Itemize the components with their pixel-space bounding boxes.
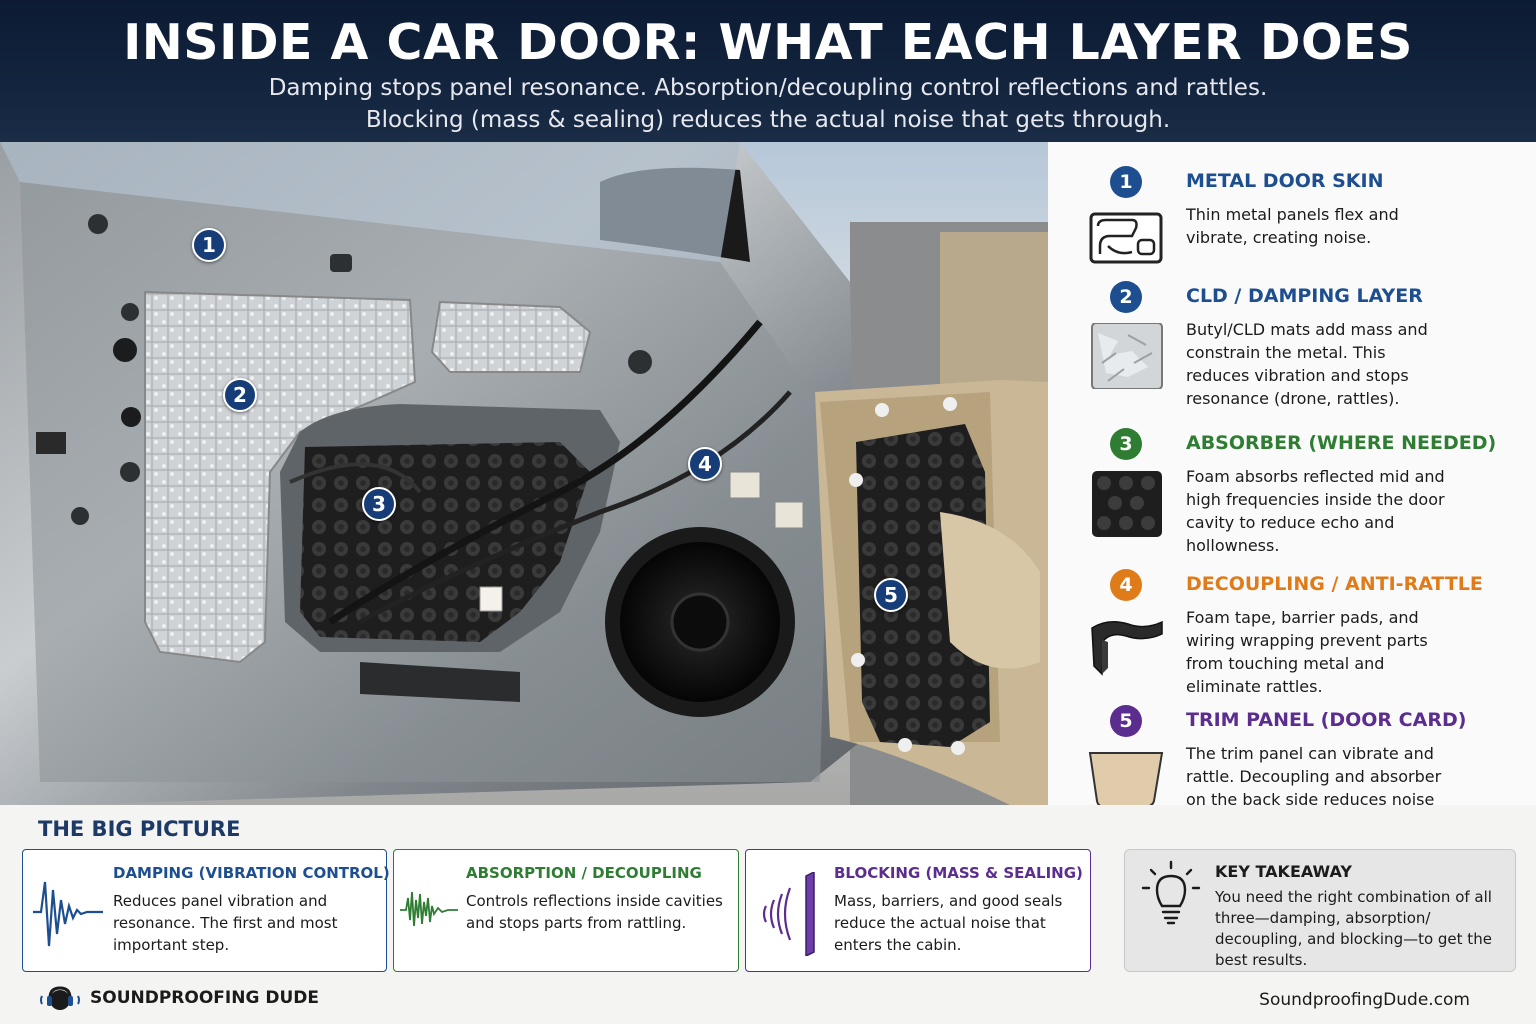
sound-barrier-icon xyxy=(762,872,815,956)
foam-icon xyxy=(1092,471,1162,537)
door-photo: 1 2 3 4 5 xyxy=(0,142,1048,805)
layer-number-1: 1 xyxy=(1110,166,1142,198)
layer-legend: 1 METAL DOOR SKIN Thin metal panels flex… xyxy=(1048,142,1536,832)
card-absorption-desc: Controls reflections inside cavities and… xyxy=(466,892,723,932)
layer-title-1: METAL DOOR SKIN xyxy=(1186,170,1384,192)
photo-badge-5: 5 xyxy=(874,578,908,612)
layer-number-3: 3 xyxy=(1110,428,1142,460)
layer-desc-2: Butyl/CLD mats add mass and constrain th… xyxy=(1186,320,1428,408)
subtitle-line-1: Damping stops panel resonance. Absorptio… xyxy=(268,75,1268,101)
metal-skin-icon xyxy=(1089,212,1163,264)
card-absorption-title: ABSORPTION / DECOUPLING xyxy=(466,864,702,882)
foil-mat-icon xyxy=(1091,323,1163,389)
lightbulb-icon xyxy=(1141,860,1201,925)
door-illustration xyxy=(0,142,1048,805)
layer-number-4: 4 xyxy=(1110,569,1142,601)
photo-badge-3: 3 xyxy=(362,487,396,521)
key-takeaway-box: KEY TAKEAWAY You need the right combinat… xyxy=(1124,849,1516,972)
damped-wave-icon xyxy=(33,881,103,947)
photo-badge-1: 1 xyxy=(192,228,226,262)
brand-logo-icon xyxy=(40,986,80,1010)
big-picture-title: THE BIG PICTURE xyxy=(38,817,241,841)
layer-title-4: DECOUPLING / ANTI-RATTLE xyxy=(1186,573,1483,595)
key-takeaway-title: KEY TAKEAWAY xyxy=(1215,862,1352,881)
card-damping: DAMPING (VIBRATION CONTROL) Reduces pane… xyxy=(22,849,390,972)
layer-desc-3: Foam absorbs reflected mid and high freq… xyxy=(1186,467,1445,555)
brand-name: SOUNDPROOFING DUDE xyxy=(90,988,319,1008)
layer-number-2: 2 xyxy=(1110,281,1142,313)
photo-badge-4: 4 xyxy=(688,447,722,481)
card-absorption: ABSORPTION / DECOUPLING Controls reflect… xyxy=(393,849,739,972)
subtitle-line-2: Blocking (mass & sealing) reduces the ac… xyxy=(365,107,1171,133)
layer-title-5: TRIM PANEL (DOOR CARD) xyxy=(1186,709,1467,731)
card-blocking: BLOCKING (MASS & SEALING) Mass, barriers… xyxy=(745,849,1091,972)
layer-title-3: ABSORBER (WHERE NEEDED) xyxy=(1186,432,1497,454)
layer-desc-4: Foam tape, barrier pads, and wiring wrap… xyxy=(1186,608,1428,696)
key-takeaway-desc: You need the right combination of all th… xyxy=(1215,888,1492,969)
noisy-wave-icon xyxy=(400,891,458,927)
layer-number-5: 5 xyxy=(1110,705,1142,737)
layer-desc-1: Thin metal panels flex and vibrate, crea… xyxy=(1186,205,1399,247)
card-damping-title: DAMPING (VIBRATION CONTROL) xyxy=(113,864,390,882)
card-blocking-desc: Mass, barriers, and good seals reduce th… xyxy=(834,892,1063,954)
card-damping-desc: Reduces panel vibration and resonance. T… xyxy=(113,892,338,954)
website-link[interactable]: SoundproofingDude.com xyxy=(1259,990,1470,1010)
layer-title-2: CLD / DAMPING LAYER xyxy=(1186,285,1423,307)
foam-tape-icon xyxy=(1091,620,1163,676)
photo-badge-2: 2 xyxy=(223,378,257,412)
big-picture-section: THE BIG PICTURE DAMPING (VIBRATION CONTR… xyxy=(0,805,1536,1024)
card-blocking-title: BLOCKING (MASS & SEALING) xyxy=(834,864,1083,882)
page-title: INSIDE A CAR DOOR: WHAT EACH LAYER DOES xyxy=(123,14,1413,71)
header-banner: INSIDE A CAR DOOR: WHAT EACH LAYER DOES … xyxy=(0,0,1536,142)
